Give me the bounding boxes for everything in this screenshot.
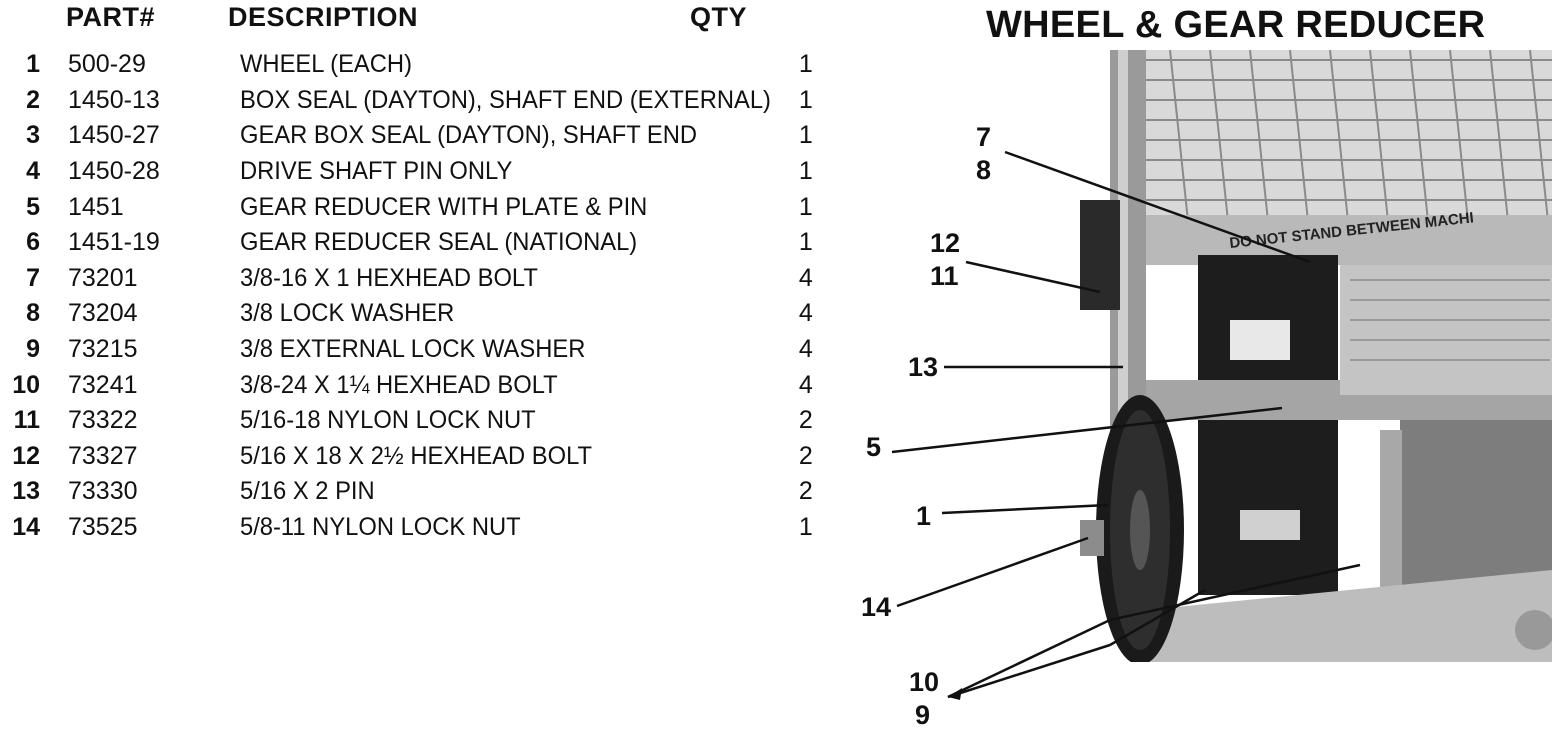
part-qty: 2 — [798, 406, 813, 435]
parts-row: 10 73241 3/8-24 X 1¼ HEXHEAD BOLT 4 — [0, 367, 829, 403]
item-number: 3 — [26, 121, 40, 150]
item-number: 13 — [12, 477, 40, 506]
part-number: 73204 — [68, 299, 138, 328]
parts-row: 11 73322 5/16-18 NYLON LOCK NUT 2 — [0, 403, 829, 439]
part-number: 1450-28 — [68, 157, 160, 186]
callout-14: 14 — [861, 592, 891, 622]
machine-photo: DO NOT STAND BETWEEN MACHI — [1080, 50, 1552, 662]
part-number: 73241 — [68, 370, 138, 399]
parts-row: 12 73327 5/16 X 18 X 2½ HEXHEAD BOLT 2 — [0, 439, 829, 475]
part-qty: 1 — [798, 121, 813, 150]
item-number: 1 — [26, 50, 40, 79]
part-description: 3/8-24 X 1¼ HEXHEAD BOLT — [240, 370, 558, 399]
parts-row: 6 1451-19 GEAR REDUCER SEAL (NATIONAL) 1 — [0, 225, 829, 261]
part-description: BOX SEAL (DAYTON), SHAFT END (EXTERNAL) — [240, 85, 771, 114]
parts-row: 3 1450-27 GEAR BOX SEAL (DAYTON), SHAFT EN… — [0, 118, 829, 154]
part-description: 5/16 X 2 PIN — [240, 477, 375, 506]
part-description: WHEEL (EACH) — [240, 50, 412, 79]
part-qty: 4 — [798, 370, 813, 399]
callout-9: 9 — [915, 700, 930, 730]
parts-row: 13 73330 5/16 X 2 PIN 2 — [0, 474, 829, 510]
callout-12: 12 — [930, 228, 960, 258]
part-number: 73201 — [68, 263, 138, 292]
part-number: 73327 — [68, 441, 138, 470]
part-number: 73215 — [68, 335, 138, 364]
callout-10: 10 — [909, 667, 939, 697]
item-number: 4 — [26, 157, 40, 186]
item-number: 14 — [12, 513, 40, 542]
part-qty: 1 — [798, 85, 813, 114]
part-qty: 1 — [798, 157, 813, 186]
callout-1: 1 — [916, 501, 931, 531]
part-description: DRIVE SHAFT PIN ONLY — [240, 157, 513, 186]
diagram-title: WHEEL & GEAR REDUCER — [986, 4, 1486, 46]
part-number: 73322 — [68, 406, 138, 435]
part-description: GEAR BOX SEAL (DAYTON), SHAFT END — [240, 121, 698, 150]
parts-row: 2 1450-13 BOX SEAL (DAYTON), SHAFT END (EX… — [0, 83, 829, 119]
part-qty: 2 — [798, 477, 813, 506]
part-description: 3/8 EXTERNAL LOCK WASHER — [240, 335, 586, 364]
parts-row: 9 73215 3/8 EXTERNAL LOCK WASHER 4 — [0, 332, 829, 368]
parts-row: 4 1450-28 DRIVE SHAFT PIN ONLY 1 — [0, 154, 829, 190]
part-qty: 4 — [798, 335, 813, 364]
item-number: 6 — [26, 228, 40, 257]
part-description: GEAR REDUCER SEAL (NATIONAL) — [240, 228, 638, 257]
parts-row: 1 500-29 WHEEL (EACH) 1 — [0, 47, 829, 83]
callout-5: 5 — [866, 432, 881, 462]
part-number: 1451-19 — [68, 228, 160, 257]
part-number: 1450-13 — [68, 85, 160, 114]
item-number: 12 — [12, 441, 40, 470]
part-number: 1451 — [68, 192, 124, 221]
part-qty: 1 — [798, 228, 813, 257]
part-qty: 4 — [798, 299, 813, 328]
parts-row: 7 73201 3/8-16 X 1 HEXHEAD BOLT 4 — [0, 261, 829, 297]
item-number: 8 — [26, 299, 40, 328]
part-number: 1450-27 — [68, 121, 160, 150]
callout-13: 13 — [908, 352, 938, 382]
item-number: 9 — [26, 335, 40, 364]
part-description: 3/8 LOCK WASHER — [240, 299, 455, 328]
leader-line-14 — [896, 536, 1089, 608]
parts-row: 14 73525 5/8-11 NYLON LOCK NUT 1 — [0, 510, 829, 546]
part-qty: 1 — [798, 192, 813, 221]
part-description: GEAR REDUCER WITH PLATE & PIN — [240, 192, 648, 221]
item-number: 5 — [26, 192, 40, 221]
part-number: 73525 — [68, 513, 138, 542]
item-number: 7 — [26, 263, 40, 292]
part-description: 5/8-11 NYLON LOCK NUT — [240, 513, 521, 542]
part-qty: 4 — [798, 263, 813, 292]
part-qty: 1 — [798, 513, 813, 542]
part-description: 3/8-16 X 1 HEXHEAD BOLT — [240, 263, 538, 292]
header-part-number: PART# — [66, 2, 156, 32]
part-qty: 2 — [798, 441, 813, 470]
callout-7: 7 — [976, 122, 991, 152]
part-qty: 1 — [798, 50, 813, 79]
header-description: DESCRIPTION — [228, 2, 419, 32]
callout-11: 11 — [930, 261, 959, 291]
part-number: 73330 — [68, 477, 138, 506]
part-description: 5/16-18 NYLON LOCK NUT — [240, 406, 536, 435]
item-number: 11 — [13, 406, 40, 435]
part-description: 5/16 X 18 X 2½ HEXHEAD BOLT — [240, 441, 593, 470]
item-number: 10 — [12, 370, 40, 399]
header-qty: QTY — [690, 2, 748, 32]
item-number: 2 — [26, 85, 40, 114]
part-number: 500-29 — [68, 50, 146, 79]
parts-row: 8 73204 3/8 LOCK WASHER 4 — [0, 296, 829, 332]
callout-8: 8 — [976, 155, 991, 185]
parts-row: 5 1451 GEAR REDUCER WITH PLATE & PIN 1 — [0, 189, 829, 225]
